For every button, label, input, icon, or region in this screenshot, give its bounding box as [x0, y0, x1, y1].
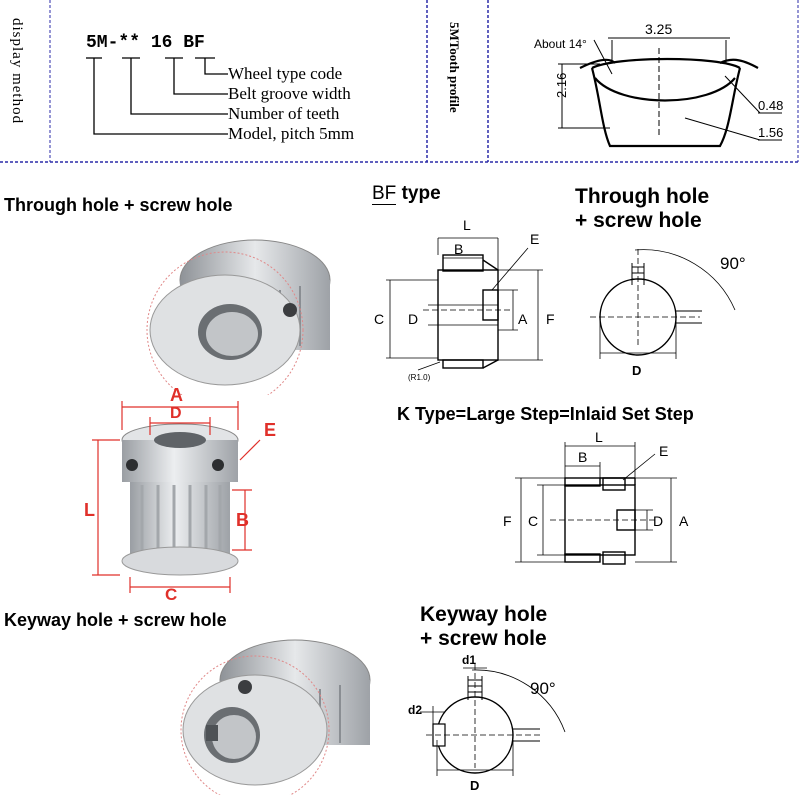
k-label-l: L [595, 430, 603, 445]
bf-label-f: F [546, 311, 555, 327]
keyway-title: Keyway hole + screw hole [4, 610, 227, 630]
k-type-diagram: L B E F C D A [503, 430, 689, 565]
photo-label-l: L [84, 500, 95, 520]
keyway-detail-title: Keyway hole + screw hole [420, 603, 547, 651]
bf-type-prefix: BF [372, 183, 397, 205]
bf-label-d: D [408, 311, 418, 327]
k-label-f: F [503, 513, 512, 529]
k-label-d: D [653, 513, 663, 529]
code-part-teeth: ** [118, 33, 141, 53]
through-detail-d-label: D [632, 363, 641, 378]
code-legend: Wheel type code Belt groove width Number… [228, 64, 354, 144]
bf-label-a: A [518, 311, 528, 327]
code-part-model: 5M- [86, 33, 119, 53]
pulley-keyway-image [180, 639, 371, 795]
header-frame [0, 0, 800, 163]
k-label-a: A [679, 513, 689, 529]
tooth-profile-label: 5MTooth profile [447, 22, 462, 113]
code-line-teeth: Number of teeth [228, 104, 340, 123]
bf-label-e: E [530, 231, 539, 247]
bf-type-diagram: L B E C D A F (R1.0) [374, 217, 555, 382]
bf-label-c: C [374, 311, 384, 327]
keyway-detail-title-line2: + screw hole [420, 627, 547, 650]
k-label-e: E [659, 443, 668, 459]
keyway-detail-d-label: D [470, 778, 479, 793]
bf-label-b: B [454, 241, 463, 257]
photo-label-d: D [170, 405, 182, 422]
photo-label-a: A [170, 385, 183, 405]
code-leader-lines [86, 57, 228, 135]
code-line-model-pitch: Model, pitch 5mm [228, 124, 355, 143]
through-detail-diagram: 90° D [590, 249, 746, 378]
pulley-through-hole-image [146, 239, 331, 395]
pulley-dimensioned-image [92, 401, 261, 593]
tooth-r-small-label: 0.48 [758, 98, 783, 113]
k-type-title: K Type=Large Step=Inlaid Set Step [397, 404, 694, 424]
tooth-width-label: 3.25 [645, 21, 672, 37]
bf-label-note: (R1.0) [408, 373, 431, 382]
display-method-label: display method [9, 18, 25, 125]
keyway-d1-label: d1 [462, 653, 476, 667]
photo-label-e: E [264, 420, 277, 440]
bf-type-suffix: type [401, 183, 441, 204]
tooth-angle-label: About 14° [534, 37, 587, 51]
through-hole-title: Through hole + screw hole [4, 195, 233, 215]
through-detail-title-line2: + screw hole [575, 209, 702, 232]
keyway-detail-diagram: d1 d2 90° D [408, 653, 566, 793]
model-code: 5M-** 16 BF [86, 33, 205, 53]
through-detail-title: Through hole + screw hole [575, 185, 709, 233]
through-detail-title-line1: Through hole [575, 185, 710, 208]
photo-label-c: C [165, 585, 178, 604]
tooth-height-label: 2.16 [554, 73, 569, 98]
tooth-r-large-label: 1.56 [758, 125, 783, 140]
keyway-detail-angle: 90° [530, 679, 556, 698]
code-part-type: BF [183, 33, 205, 53]
code-line-groove-width: Belt groove width [228, 84, 351, 103]
bf-type-title: BF type [372, 183, 441, 205]
bf-label-l: L [463, 217, 471, 233]
keyway-d2-label: d2 [408, 703, 422, 717]
through-detail-angle: 90° [720, 254, 746, 273]
photo-label-b: B [236, 510, 249, 530]
code-line-wheel-type: Wheel type code [228, 64, 343, 83]
k-label-b: B [578, 449, 587, 465]
tooth-profile-diagram: About 14° 3.25 2.16 0.48 1.56 [534, 21, 783, 148]
k-label-c: C [528, 513, 538, 529]
keyway-detail-title-line1: Keyway hole [420, 603, 548, 626]
code-part-width: 16 [150, 33, 173, 53]
